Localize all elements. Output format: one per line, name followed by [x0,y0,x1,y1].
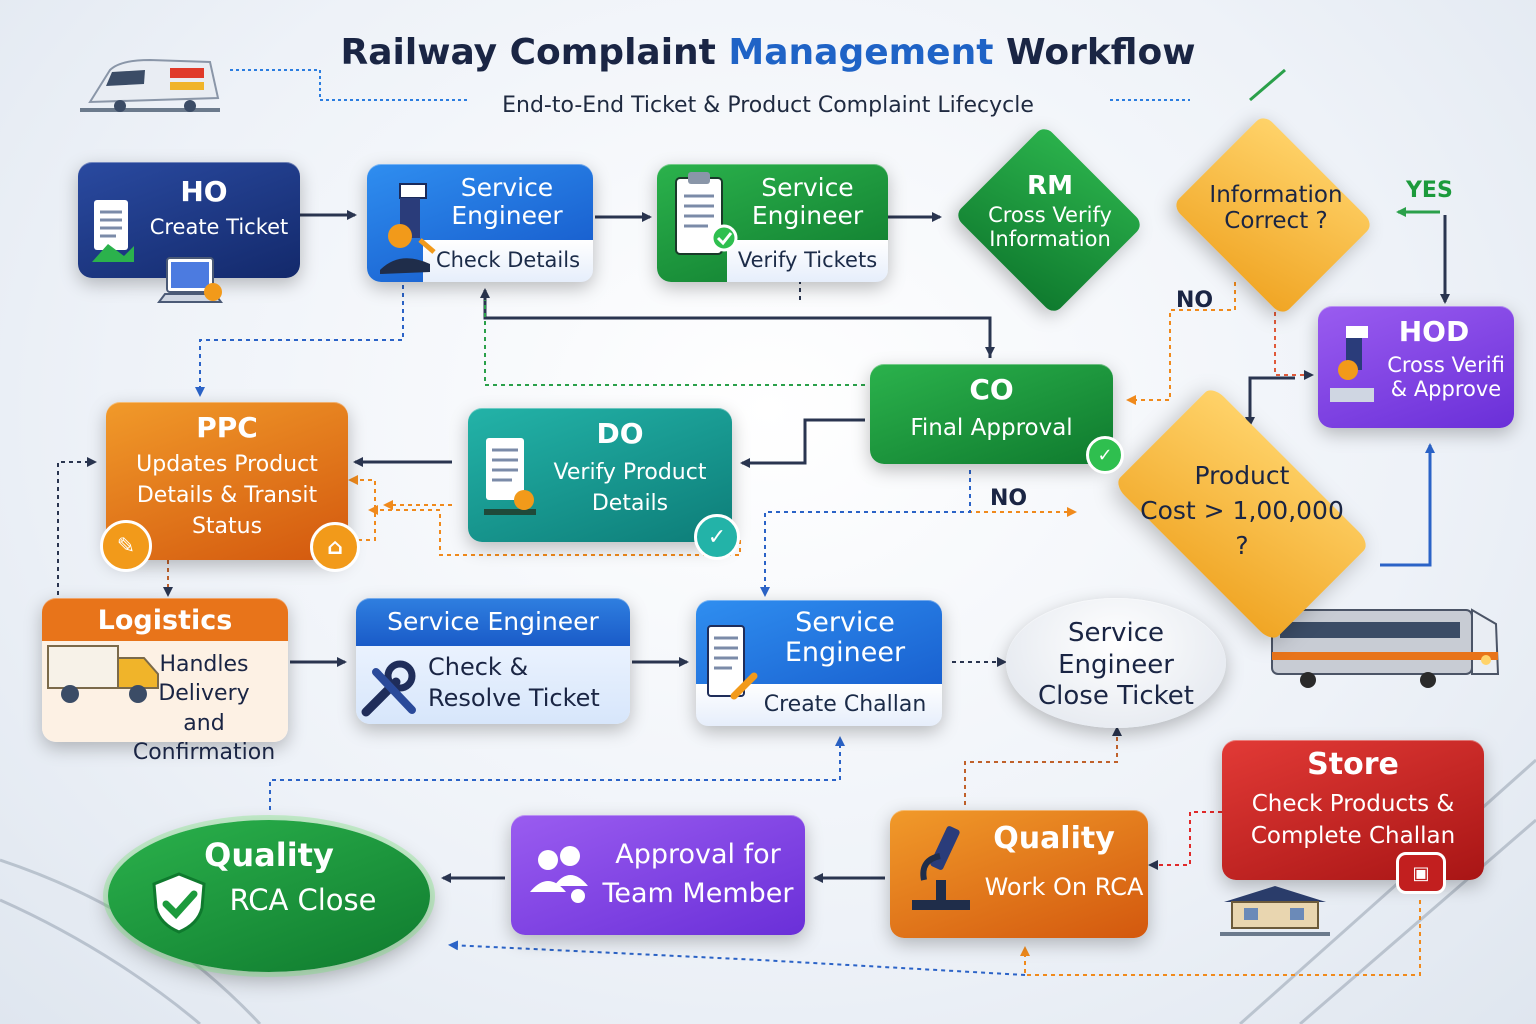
se-check-text: Check Details [435,248,581,272]
document-icon [88,196,138,266]
quality-rca-text: Work On RCA [984,873,1144,901]
dotted-store-to-bottom [1020,900,1421,976]
document-icon [476,434,546,524]
se-check-title: Service Engineer [451,173,563,230]
no-label-co: NO [990,486,1028,511]
no-label-info: NO [1176,288,1214,313]
quality-rca-close-node[interactable]: Quality RCA Close [108,820,430,972]
se-verify-title: Service Engineer [751,173,864,230]
title-part-1: Railway Complaint [340,32,729,73]
co-text: Final Approval [910,415,1073,441]
quality-close-title: Quality [204,836,334,874]
se-challan-title: Service Engineer [784,607,906,669]
rm-text: Cross Verify Information [988,203,1112,251]
page-subtitle: End-to-End Ticket & Product Complaint Li… [502,93,1034,118]
header-lines [230,69,1190,101]
dotted-co-to-se-check [484,300,865,386]
logistics-text: Handles Delivery and Confirmation [132,652,276,765]
checkmark-icon: ✓ [694,514,740,560]
do-title: DO [596,417,644,450]
dotted-do-to-ppc [368,505,741,556]
dotted-quality-rca-to-close [964,726,1122,805]
information-correct-decision[interactable]: Information Correct ? [1158,113,1394,317]
dotted-info-no-to-co [1126,282,1236,405]
title-part-2: Management [728,32,994,73]
info-text: Information Correct ? [1209,182,1343,234]
dotted-se-check-to-ppc [195,285,404,397]
quality-rca-title: Quality [993,821,1115,856]
ppc-update-product-node[interactable]: PPC Updates Product Details & Transit St… [106,402,348,560]
se-verify-strip: Verify Tickets [727,240,888,282]
checkmark-icon: ✓ [1086,436,1124,474]
arrow-co-to-se-check [480,288,992,358]
dotted-bottom-to-quality-close [448,940,1026,976]
quality-close-text: RCA Close [229,883,377,917]
ppc-text: Updates Product Details & Transit Status [136,452,318,539]
dotted-ppc-loop [348,475,376,541]
clipboard-icon [668,170,738,270]
se-resolve-title: Service Engineer [387,607,599,636]
dotted-product-to-hod [1380,443,1435,567]
logistics-title: Logistics [97,605,233,636]
se-close-ticket-node[interactable]: Service Engineer Close Ticket [1006,598,1226,728]
quality-work-rca-node[interactable]: Quality Work On RCA [890,810,1148,938]
se-resolve-text: Check & Resolve Ticket [428,653,600,713]
dotted-store-to-quality-rca [1148,811,1222,870]
se-challan-text: Create Challan [763,692,927,717]
wrench-badge-icon: ✎ [100,520,152,572]
do-text: Verify Product Details [553,460,707,516]
team-icon [522,840,598,910]
title-part-3: Workflow [993,32,1196,73]
microscope-icon [900,820,980,920]
engineer-icon [370,180,440,280]
co-final-approval-node[interactable]: CO Final Approval [870,364,1113,464]
ho-text: Create Ticket [149,215,289,239]
arrow-co-to-do [740,418,865,468]
rm-cross-verify-node[interactable]: RM Cross Verify Information [945,124,1155,316]
arrow-se-check-to-co [600,316,995,357]
se-check-strip: Check Details [423,240,593,282]
home-badge-icon: ⌂ [310,522,360,572]
product-cost-decision[interactable]: Product Cost > 1,00,000 ? [1082,385,1402,643]
rm-title: RM [1027,171,1073,201]
page-title: Railway Complaint Management Workflow [0,32,1536,73]
wrench-icon [356,654,426,724]
yes-label: YES [1406,178,1453,203]
delivery-badge-icon: ▣ [1396,852,1446,894]
store-text: Check Products & Complete Challan [1250,791,1456,850]
engineer-icon [1322,322,1382,412]
dotted-co-to-se-challan [760,470,971,597]
train-icon [70,40,230,130]
approval-text: Approval for Team Member [602,839,794,910]
hod-title: HOD [1398,315,1470,348]
hod-text: Cross Verifi & Approve [1387,353,1505,401]
ppc-title: PPC [196,411,258,444]
se-create-challan-node[interactable]: Service Engineer Create Challan [696,600,942,726]
product-cost-text: Product Cost > 1,00,000 ? [1140,461,1344,560]
se-close-text: Service Engineer Close Ticket [1037,618,1194,712]
store-title: Store [1307,747,1399,782]
document-icon [704,620,760,710]
dotted-logistics-to-ppc [57,457,97,595]
station-icon [1220,880,1330,940]
ho-title: HO [180,175,228,208]
truck-icon [44,636,164,708]
co-title: CO [969,373,1014,406]
approval-team-member-node[interactable]: Approval for Team Member [511,815,805,935]
se-verify-text: Verify Tickets [737,248,878,272]
dotted-quality-close-to-se-challan [269,736,845,810]
header-line-green [1249,68,1286,102]
shield-check-icon [148,870,210,936]
train-icon [1268,590,1504,694]
laptop-icon [155,252,225,312]
dotted-hod-to-product [1245,376,1295,427]
